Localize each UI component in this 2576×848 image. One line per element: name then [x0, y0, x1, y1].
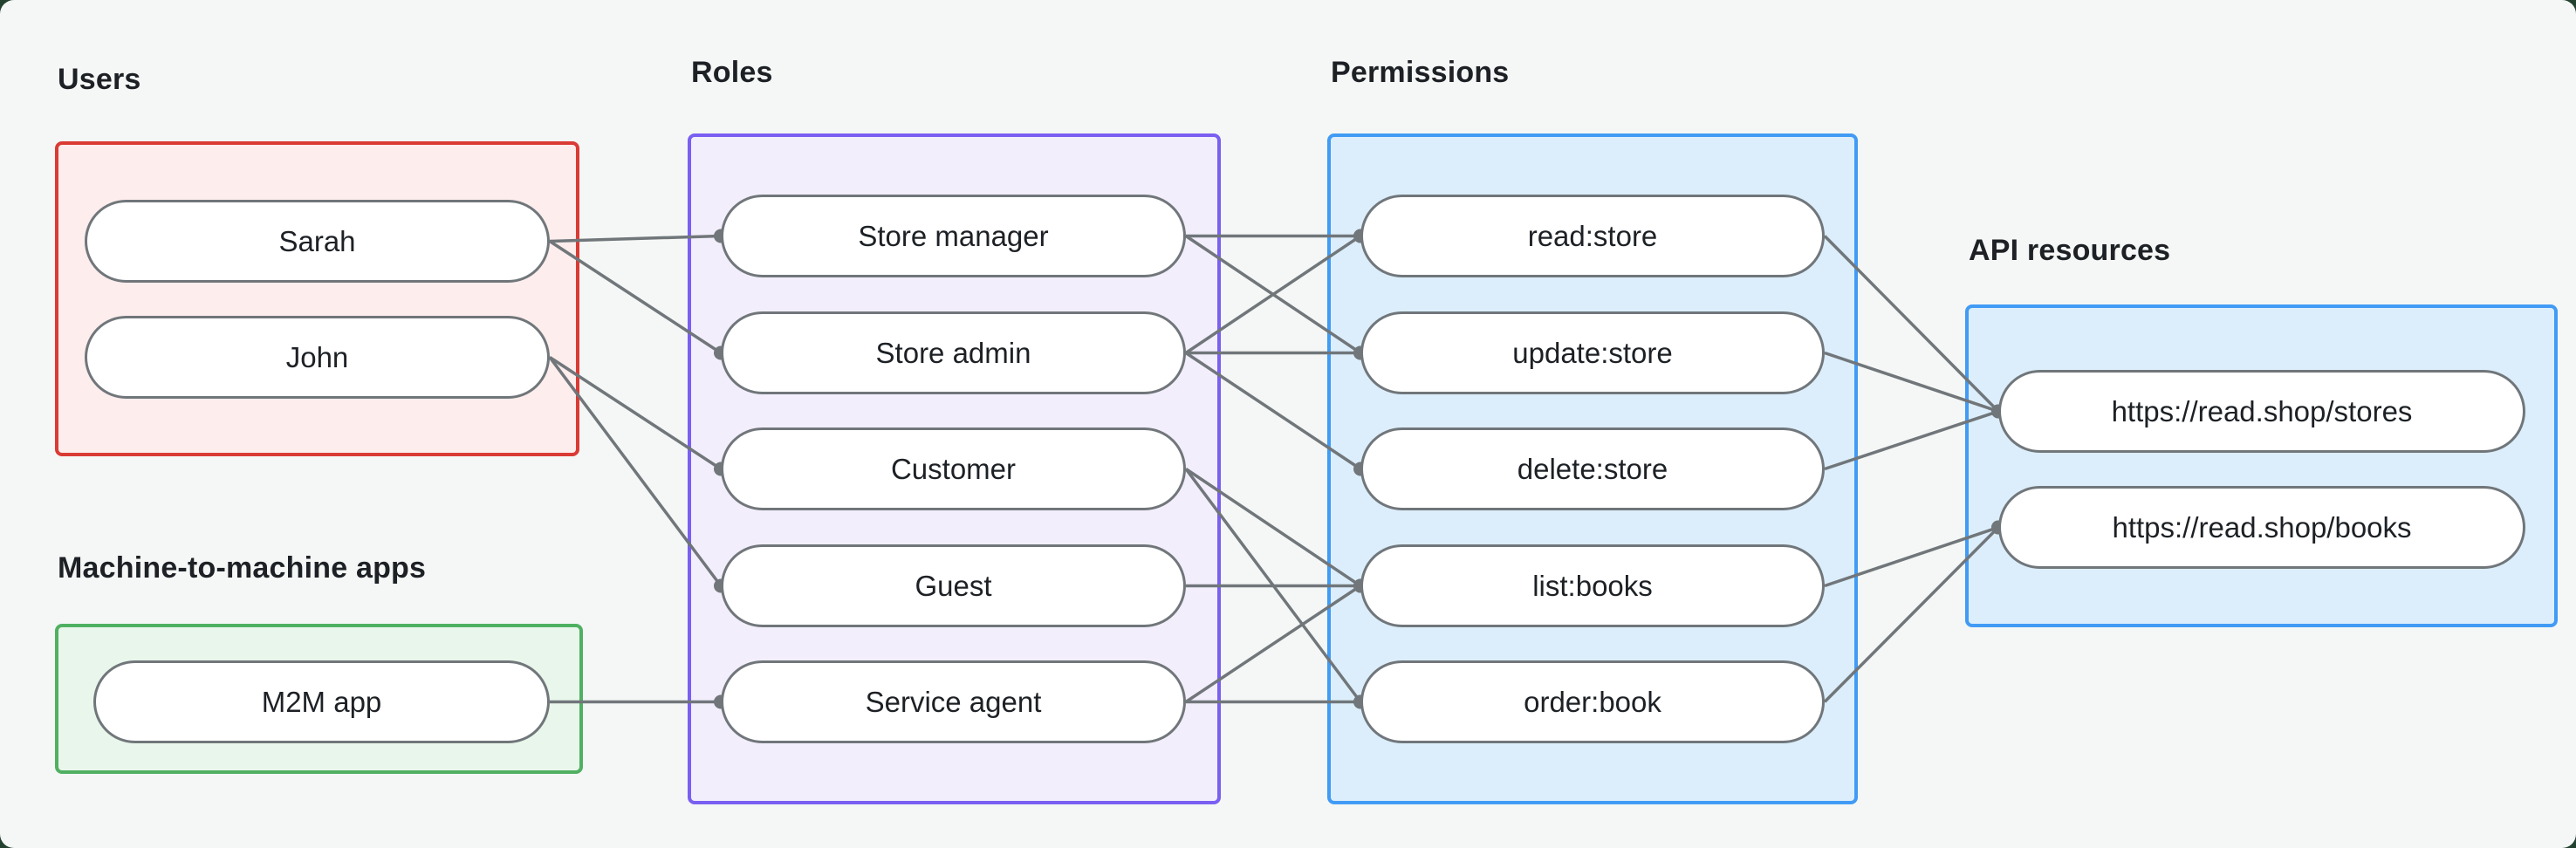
- node-delete-store: delete:store: [1360, 427, 1825, 510]
- node-customer: Customer: [721, 427, 1186, 510]
- group-box-api-resources: [1965, 304, 2558, 627]
- group-label-roles: Roles: [691, 56, 773, 89]
- node-list-books: list:books: [1360, 544, 1825, 627]
- node-update-store: update:store: [1360, 311, 1825, 394]
- node-store-admin: Store admin: [721, 311, 1186, 394]
- node-sarah: Sarah: [85, 200, 550, 283]
- node-books-api: https://read.shop/books: [1998, 486, 2525, 569]
- node-m2m-app: M2M app: [93, 660, 550, 743]
- node-john: John: [85, 316, 550, 399]
- node-guest: Guest: [721, 544, 1186, 627]
- group-box-users: [55, 141, 579, 456]
- group-label-users: Users: [58, 63, 141, 96]
- node-service-agent: Service agent: [721, 660, 1186, 743]
- group-label-permissions: Permissions: [1331, 56, 1510, 89]
- group-label-api-resources: API resources: [1969, 234, 2171, 267]
- node-store-manager: Store manager: [721, 195, 1186, 277]
- group-label-m2m-apps: Machine-to-machine apps: [58, 551, 427, 585]
- node-read-store: read:store: [1360, 195, 1825, 277]
- node-order-book: order:book: [1360, 660, 1825, 743]
- node-stores-api: https://read.shop/stores: [1998, 370, 2525, 453]
